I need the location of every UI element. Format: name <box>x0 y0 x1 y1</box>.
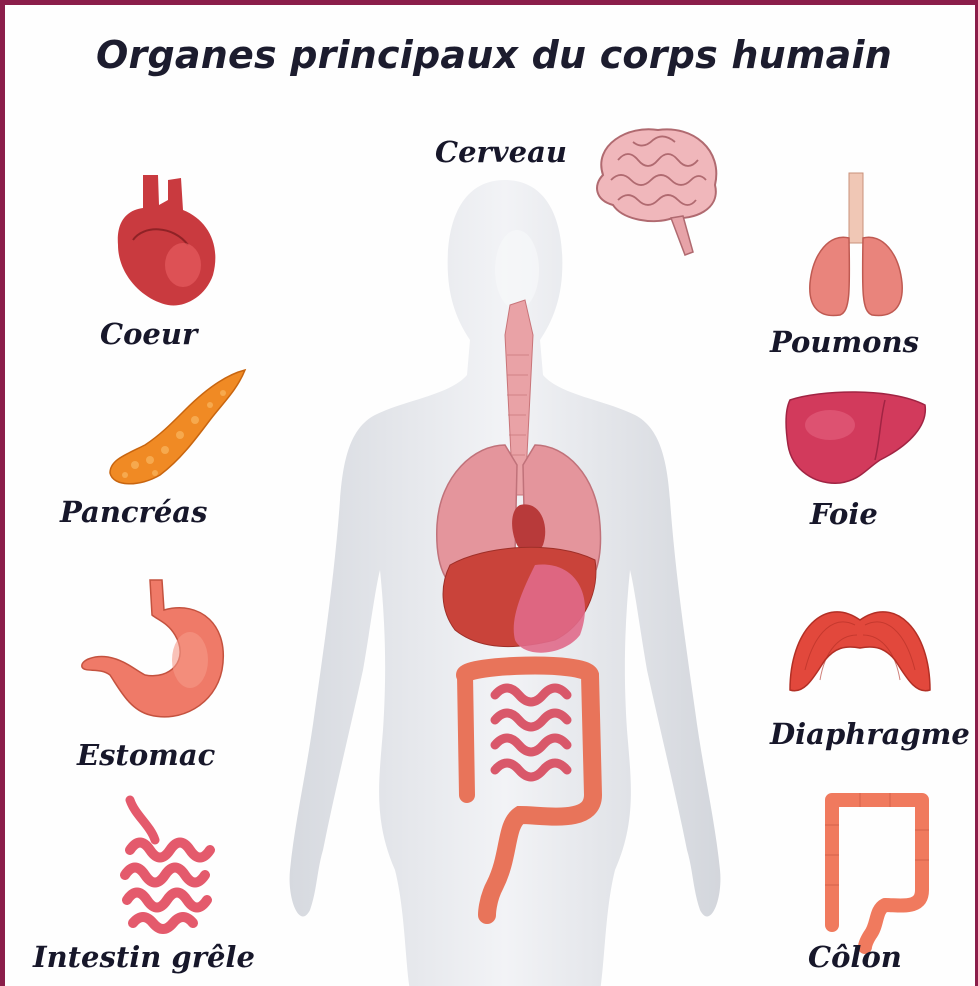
label-brain: Cerveau <box>435 135 567 169</box>
lungs-icon <box>805 173 905 323</box>
stomach-icon <box>80 575 230 725</box>
colon-icon <box>820 785 935 950</box>
liver-icon <box>780 385 930 490</box>
heart-icon <box>113 170 223 310</box>
page-title: Organes principaux du corps humain <box>5 33 978 77</box>
label-small-intestine: Intestin grêle <box>33 940 255 974</box>
internal-organs <box>425 295 625 915</box>
label-lungs: Poumons <box>770 325 919 359</box>
pancreas-icon <box>105 365 250 490</box>
brain-icon <box>583 120 728 260</box>
diaphragm-icon <box>785 590 935 700</box>
small-intestine-small-icon <box>495 688 567 777</box>
label-pancreas: Pancréas <box>60 495 207 529</box>
label-diaphragm: Diaphragme <box>770 717 970 751</box>
label-colon: Côlon <box>808 940 902 974</box>
colon-left-column <box>465 675 467 795</box>
small-intestine-icon <box>115 795 225 940</box>
label-stomach: Estomac <box>77 738 215 772</box>
label-liver: Foie <box>810 497 878 531</box>
label-heart: Coeur <box>100 317 197 351</box>
